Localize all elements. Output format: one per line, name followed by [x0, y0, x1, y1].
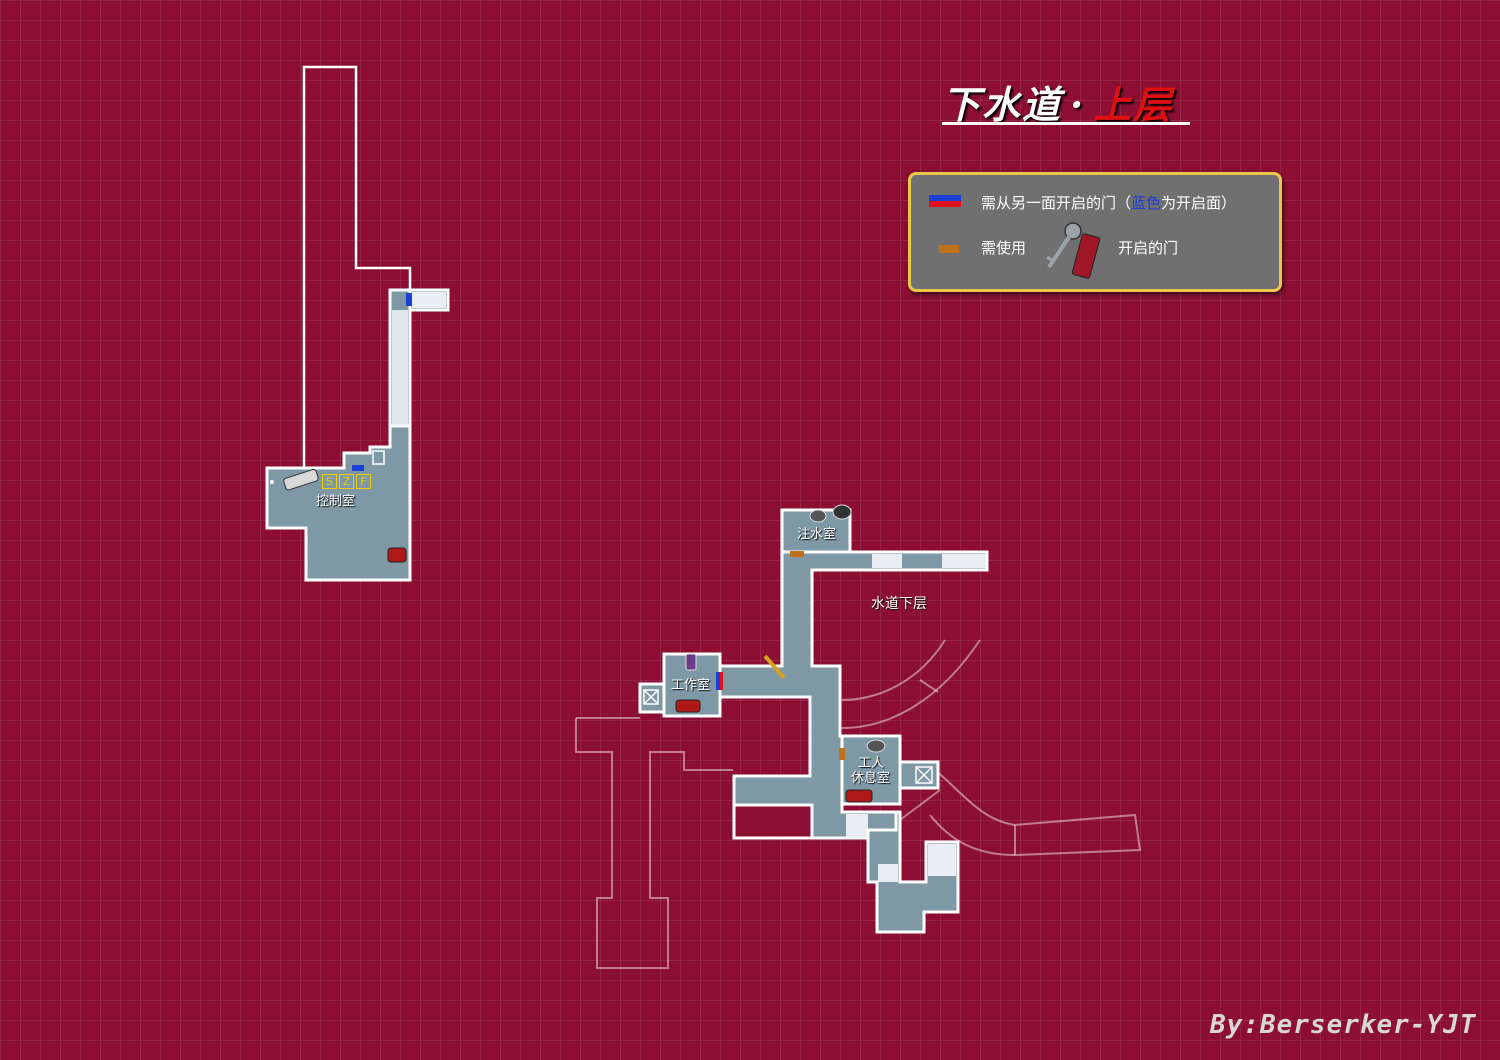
gunpowder-icon	[685, 653, 697, 671]
bottom-room	[866, 810, 960, 934]
title-sep: ·	[1070, 82, 1086, 127]
grenade-icon	[866, 739, 886, 753]
title-underline	[942, 122, 1190, 125]
orange-door-rest	[839, 748, 845, 760]
map-title: 下水道·上层	[942, 74, 1173, 129]
blue-door-control	[352, 465, 364, 471]
author-credit: By:Berserker-YJT	[1210, 1010, 1477, 1040]
rest-room-label-1: 工人	[858, 756, 885, 771]
legend-row2-suffix: 开启的门	[1118, 239, 1179, 257]
stairs-a	[872, 554, 902, 568]
save-szf-badges: S Z F	[322, 474, 371, 489]
lower-level-outline	[575, 639, 1142, 969]
ladder-icon	[372, 450, 385, 465]
stairs-b	[942, 554, 986, 568]
key-icon	[1046, 222, 1101, 279]
rest-room-label-2: 休息室	[851, 771, 891, 786]
workshop-label: 工作室	[671, 678, 711, 693]
lower-waterway-label: 水道下层	[871, 596, 927, 612]
title-part1: 下水道	[942, 82, 1063, 127]
blue-door-swatch	[929, 195, 961, 207]
water-injection-label: 注水室	[797, 527, 837, 542]
typewriter-icon	[283, 469, 319, 491]
crate-icon	[643, 689, 659, 705]
stairs-top	[412, 292, 446, 308]
title-part2: 上层	[1093, 82, 1174, 127]
stairs-c	[846, 814, 868, 838]
orange-door-swatch	[939, 245, 959, 253]
blue-door-workshop	[716, 672, 721, 690]
szf-f: F	[356, 474, 371, 489]
handgun-ammo-icon	[809, 504, 852, 523]
stairs-e	[928, 844, 956, 876]
control-room-label: 控制室	[316, 494, 356, 509]
crate-icon-2	[915, 766, 933, 784]
legend-row1: 需从另一面开启的门（蓝色为开启面）	[981, 194, 1237, 212]
legend-panel: 需从另一面开启的门（蓝色为开启面） 需使用 开启的门	[908, 172, 1282, 292]
upper-corridor-outline	[302, 65, 412, 468]
legend-row2-prefix: 需使用	[981, 239, 1027, 257]
knife-icon	[763, 654, 786, 680]
sealed-room	[732, 803, 814, 840]
stairs-left	[392, 310, 408, 425]
szf-s: S	[322, 474, 337, 489]
herb-icon-3	[845, 789, 873, 803]
orange-door	[790, 551, 804, 557]
herb-icon	[387, 547, 407, 563]
blue-door	[406, 293, 412, 306]
stairs-d	[878, 864, 898, 882]
herb-icon-2	[675, 699, 701, 713]
szf-z: Z	[339, 474, 354, 489]
